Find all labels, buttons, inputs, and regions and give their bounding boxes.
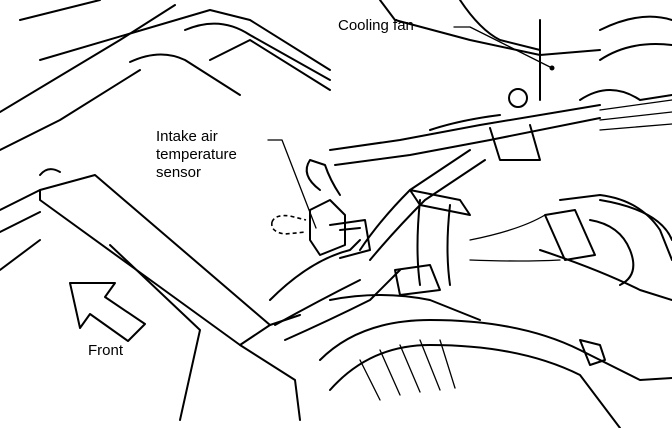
intake-label-line-1: Intake air xyxy=(156,128,218,145)
intake-label-line-3: sensor xyxy=(156,164,202,181)
front-label: Front xyxy=(88,342,124,359)
intake-air-temp-sensor xyxy=(270,159,371,259)
front-arrow-icon xyxy=(69,282,146,342)
intake-label-line-2: temperature xyxy=(156,146,237,163)
intake-air-temperature-sensor-label: Intake air temperature sensor xyxy=(156,128,237,182)
cooling-fan-shroud xyxy=(379,0,672,131)
cooling-fan-label: Cooling fan xyxy=(338,17,414,34)
hood-outline xyxy=(0,0,331,151)
air-intake-duct xyxy=(319,189,672,428)
wiring-harness xyxy=(269,104,601,341)
front-panel xyxy=(0,168,301,421)
leader-lines xyxy=(267,26,553,229)
hose-clamp xyxy=(469,194,672,366)
